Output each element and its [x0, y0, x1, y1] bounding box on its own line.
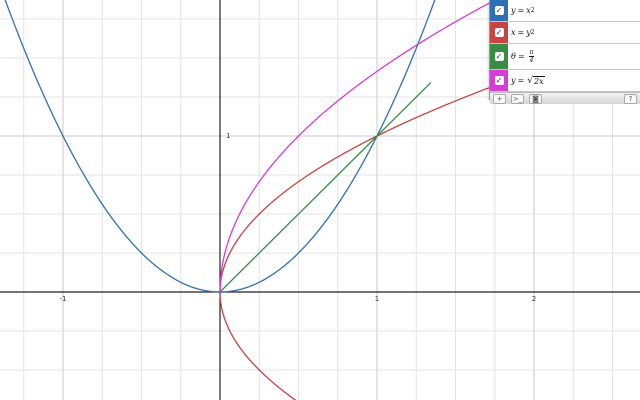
add-expression-button[interactable]: +	[493, 93, 506, 104]
curve-s2[interactable]	[219, 27, 640, 400]
color-swatch[interactable]: ✓	[490, 22, 508, 43]
checkbox-icon[interactable]: ✓	[494, 28, 504, 37]
color-swatch[interactable]: ✓	[490, 70, 508, 91]
checkbox-icon[interactable]: ✓	[494, 76, 504, 85]
expression-text[interactable]: θ = π 4	[511, 49, 535, 64]
x-tick-label: 1	[375, 295, 379, 303]
help-button[interactable]: ?	[624, 93, 637, 104]
expression-lhs: x	[511, 28, 516, 37]
tick-labels: -1 1 2 1	[60, 132, 537, 303]
expression-equals: =	[517, 52, 525, 61]
expression-equals: =	[517, 6, 525, 15]
expression-fraction: π 4	[528, 49, 535, 64]
sqrt-icon: √	[527, 75, 533, 86]
color-swatch[interactable]: ✓	[490, 0, 508, 21]
checkbox-icon[interactable]: ✓	[494, 6, 504, 15]
expression-equals: =	[517, 76, 525, 85]
expression-sqrt: √ 2x	[527, 75, 545, 86]
expression-exponent: 2	[530, 7, 535, 14]
function-keypad-button[interactable]: >_	[511, 93, 524, 104]
expression-rhs: x	[526, 6, 531, 15]
expression-rhs: y	[526, 28, 531, 37]
sqrt-radicand: 2x	[532, 75, 545, 86]
expression-lhs: y	[511, 6, 516, 15]
color-swatch[interactable]: ✓	[490, 44, 508, 69]
fraction-denominator: 4	[529, 57, 534, 64]
checkbox-icon[interactable]: ✓	[494, 52, 504, 61]
expression-lhs: y	[511, 76, 516, 85]
expression-toolbar: + >_ ◙ ?	[490, 92, 640, 104]
x-tick-label: -1	[60, 295, 67, 303]
expression-row-4[interactable]: ✓ y = √ 2x	[490, 70, 640, 92]
curve-s3[interactable]	[219, 81, 432, 293]
expression-lhs: θ	[511, 52, 516, 61]
expression-equals: =	[517, 28, 525, 37]
fraction-numerator: π	[528, 49, 535, 57]
expression-row-3[interactable]: ✓ θ = π 4	[490, 44, 640, 70]
expression-exponent: 2	[530, 29, 535, 36]
x-tick-label: 2	[532, 295, 536, 303]
expression-text[interactable]: y = √ 2x	[511, 75, 545, 86]
curve-s4[interactable]	[219, 0, 503, 293]
y-tick-label: 1	[226, 132, 230, 140]
camera-icon[interactable]: ◙	[529, 93, 542, 104]
